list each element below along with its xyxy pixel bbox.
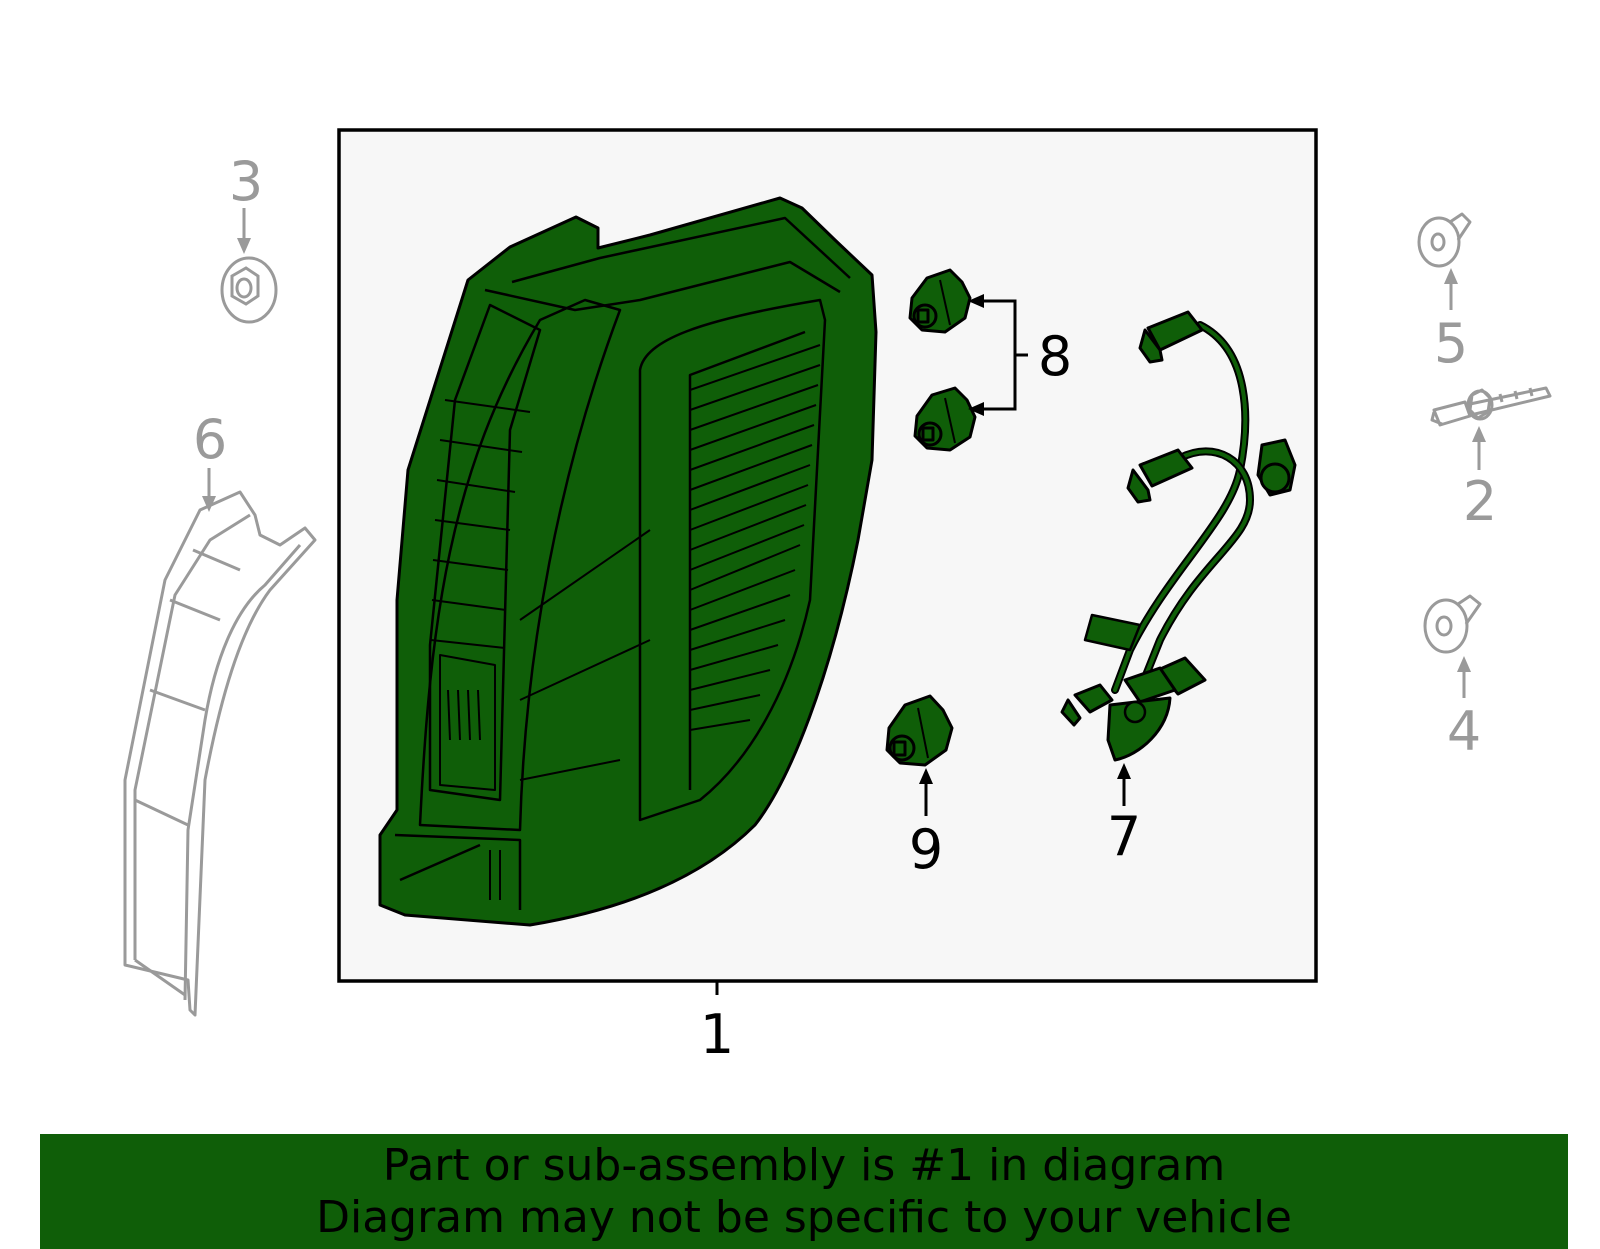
push-nut-upper[interactable] bbox=[1417, 212, 1472, 268]
info-banner: Part or sub-assembly is #1 in diagram Di… bbox=[40, 1134, 1568, 1249]
arrow-7 bbox=[1117, 763, 1131, 779]
bulb-socket-middle[interactable] bbox=[913, 386, 977, 452]
mounting-bracket[interactable] bbox=[123, 490, 317, 1017]
callout-8: 8 bbox=[1038, 325, 1072, 388]
banner-line-1: Part or sub-assembly is #1 in diagram bbox=[382, 1139, 1226, 1191]
arrow-2 bbox=[1472, 426, 1486, 442]
callout-2: 2 bbox=[1463, 470, 1497, 533]
push-nut-lower[interactable] bbox=[1423, 594, 1482, 654]
wiring-harness[interactable] bbox=[1060, 310, 1297, 762]
arrow-6 bbox=[202, 496, 216, 512]
banner-line-2: Diagram may not be specific to your vehi… bbox=[316, 1191, 1292, 1243]
bolt[interactable] bbox=[1430, 386, 1552, 427]
bulb-socket-upper[interactable] bbox=[908, 268, 972, 334]
callout-3: 3 bbox=[229, 150, 263, 213]
callout-5: 5 bbox=[1434, 312, 1468, 375]
callout-1: 1 bbox=[700, 1003, 734, 1066]
hex-nut[interactable] bbox=[220, 256, 278, 324]
arrow-8-upper bbox=[968, 294, 984, 308]
callout-7: 7 bbox=[1107, 805, 1141, 868]
callout-6: 6 bbox=[193, 408, 227, 471]
bulb-socket-lower[interactable] bbox=[885, 694, 954, 767]
callout-9: 9 bbox=[909, 818, 943, 881]
tail-lamp-assembly[interactable] bbox=[378, 196, 878, 927]
arrow-9 bbox=[919, 768, 933, 784]
arrow-5 bbox=[1444, 268, 1458, 284]
arrow-8-lower bbox=[968, 402, 984, 416]
leader-line-8 bbox=[974, 299, 1028, 411]
arrow-3 bbox=[237, 238, 251, 254]
callout-4: 4 bbox=[1447, 700, 1481, 763]
arrow-4 bbox=[1457, 656, 1471, 672]
